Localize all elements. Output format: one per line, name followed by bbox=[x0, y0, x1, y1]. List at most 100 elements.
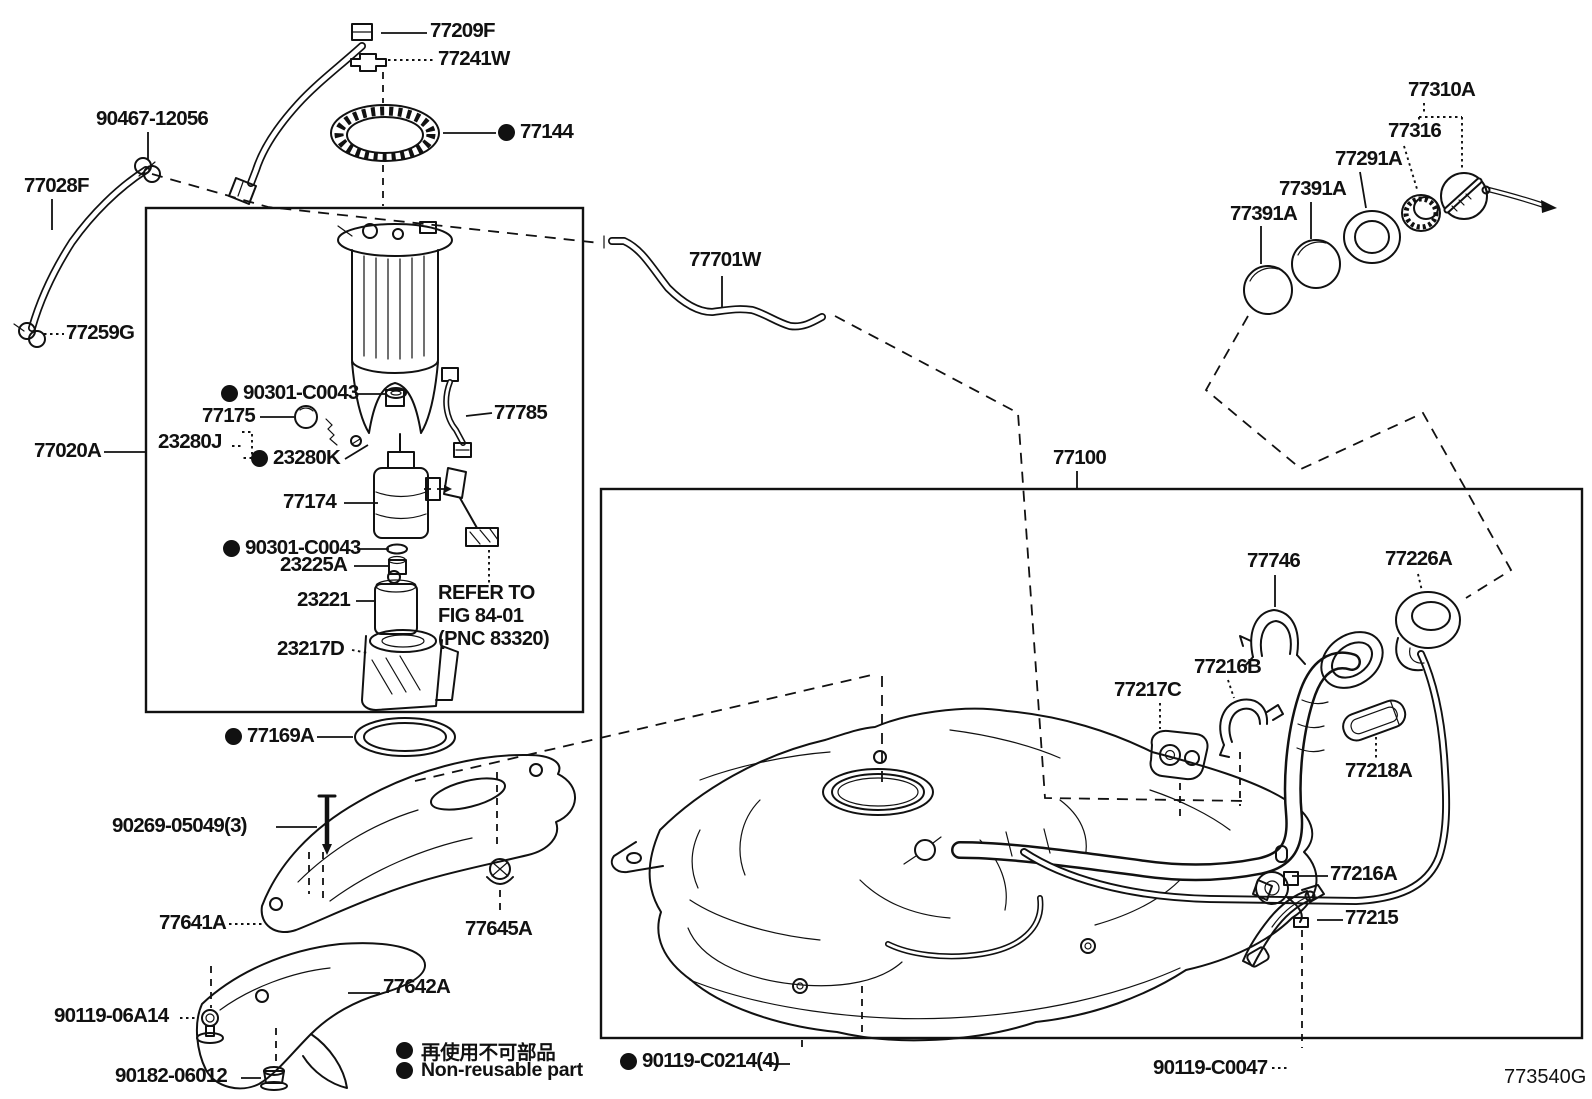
part-callout-90119-C0047[interactable]: 90119-C0047 bbox=[1153, 1056, 1268, 1079]
o-ring-90301-icon-a bbox=[385, 387, 407, 399]
spring-23280K-icon bbox=[325, 418, 338, 446]
part-callout-77028F[interactable]: 77028F bbox=[24, 174, 90, 197]
part-callout-77216B[interactable]: 77216B bbox=[1194, 655, 1262, 678]
drawing-lock-ring-77144 bbox=[330, 104, 440, 162]
part-callout-77241W[interactable]: 77241W bbox=[438, 47, 510, 70]
part-callout-77218A[interactable]: 77218A bbox=[1345, 759, 1413, 782]
clamp-77259G-icon bbox=[13, 322, 46, 348]
ratchet-ring-77316-icon bbox=[1401, 194, 1441, 232]
part-callout-90301-C0043-a[interactable]: 90301-C0043 bbox=[221, 382, 359, 404]
part-callout-23280K[interactable]: 23280K bbox=[251, 447, 341, 469]
clip-77645A-icon bbox=[486, 858, 514, 885]
refer-note-line2: FIG 84-01 bbox=[438, 605, 524, 627]
part-callout-23221[interactable]: 23221 bbox=[297, 588, 351, 611]
part-callout-77175[interactable]: 77175 bbox=[202, 404, 256, 427]
part-callout-77217C[interactable]: 77217C bbox=[1114, 678, 1182, 701]
o-ring-77391A-icon-b bbox=[1243, 265, 1293, 315]
part-callout-77310A[interactable]: 77310A bbox=[1408, 78, 1476, 101]
drawing-pipe-clamps bbox=[1149, 609, 1407, 968]
part-callout-90301-C0043-b[interactable]: 90301-C0043 bbox=[223, 537, 361, 559]
part-callout-90119-06A14[interactable]: 90119-06A14 bbox=[54, 1004, 169, 1027]
clamp-90467-12056-icon bbox=[134, 157, 161, 183]
valve-77216A-icon bbox=[1252, 845, 1309, 928]
drawing-breather-hose-77701W bbox=[603, 235, 826, 331]
part-callout-77215[interactable]: 77215 bbox=[1345, 906, 1399, 929]
non-reusable-dot-icon bbox=[396, 1062, 413, 1079]
part-callout-77174[interactable]: 77174 bbox=[283, 490, 337, 513]
part-callout-77169A[interactable]: 77169A bbox=[225, 725, 315, 747]
o-ring-77391A-icon-a bbox=[1291, 239, 1341, 289]
part-callout-90182-06012[interactable]: 90182-06012 bbox=[115, 1064, 228, 1087]
part-callout-77291A[interactable]: 77291A bbox=[1335, 147, 1403, 170]
harness-77785-icon bbox=[441, 367, 472, 458]
spacer-23225A-icon bbox=[387, 555, 407, 575]
pipe-clip-77241W-icon bbox=[350, 53, 387, 72]
non-reusable-dot-icon bbox=[396, 1042, 413, 1059]
part-callout-77785[interactable]: 77785 bbox=[494, 401, 548, 424]
non-reusable-dot-icon bbox=[221, 384, 238, 402]
o-ring-90301-icon-b bbox=[386, 543, 408, 555]
part-callout-77316[interactable]: 77316 bbox=[1388, 119, 1442, 142]
tank-port-fitting bbox=[903, 836, 942, 865]
legend-non-reusable-en: Non-reusable part bbox=[396, 1059, 583, 1082]
part-callout-23217D[interactable]: 23217D bbox=[277, 637, 345, 660]
part-callout-23280J[interactable]: 23280J bbox=[158, 430, 222, 453]
part-callout-77642A[interactable]: 77642A bbox=[383, 975, 451, 998]
non-reusable-dot-icon bbox=[225, 727, 242, 745]
clamp-77746-icon bbox=[1239, 609, 1306, 667]
sender-gauge-icon bbox=[424, 467, 499, 547]
non-reusable-dot-icon bbox=[251, 449, 268, 467]
part-callout-77100[interactable]: 77100 bbox=[1053, 446, 1107, 469]
drawing-vent-hose-77028F bbox=[13, 157, 161, 348]
screw-90269-icon bbox=[317, 794, 337, 855]
part-callout-90269-05049[interactable]: 90269-05049(3) bbox=[112, 814, 248, 837]
drawing-gasket-77169A bbox=[354, 717, 456, 757]
fuel-pump-23221-icon bbox=[374, 570, 418, 635]
part-callout-23225A[interactable]: 23225A bbox=[280, 553, 348, 576]
drawing-pump-internals bbox=[242, 367, 499, 711]
part-callout-77391A-a[interactable]: 77391A bbox=[1279, 177, 1347, 200]
part-callout-77226A[interactable]: 77226A bbox=[1385, 547, 1453, 570]
part-callout-77391A-b[interactable]: 77391A bbox=[1230, 202, 1298, 225]
clamp-77216B-icon bbox=[1219, 698, 1284, 758]
gasket-77291A-icon bbox=[1343, 210, 1401, 264]
callout-leader-lines bbox=[44, 32, 1463, 1079]
part-callout-77701W[interactable]: 77701W bbox=[689, 248, 761, 271]
bolt-90119-06A14-icon bbox=[196, 1009, 224, 1044]
legend-non-reusable-jp: 再使用不可部品 bbox=[396, 1036, 556, 1065]
non-reusable-dot-icon bbox=[620, 1052, 637, 1070]
legend-en-text: Non-reusable part bbox=[421, 1059, 583, 1081]
clamp-77217C-icon bbox=[1149, 729, 1209, 781]
part-callout-77641A[interactable]: 77641A bbox=[159, 911, 227, 934]
part-callout-77020A[interactable]: 77020A bbox=[34, 439, 102, 462]
refer-note-line1: REFER TO bbox=[438, 582, 535, 604]
drawing-filler-pipe bbox=[885, 591, 1461, 960]
part-callout-77259G[interactable]: 77259G bbox=[66, 321, 135, 344]
drawing-shield-77641A bbox=[260, 753, 576, 933]
outer-box-77100 bbox=[599, 487, 1584, 1040]
part-callout-90467-12056[interactable]: 90467-12056 bbox=[96, 107, 209, 130]
non-reusable-dot-icon bbox=[498, 123, 515, 141]
part-callout-77209F[interactable]: 77209F bbox=[430, 19, 496, 42]
fuel-cap-77310A-icon bbox=[1440, 172, 1557, 220]
push-nut-90182-icon bbox=[260, 1066, 288, 1091]
drawing-left-fasteners bbox=[196, 794, 514, 1091]
stay-77215-icon bbox=[1242, 884, 1325, 968]
fuel-filter-77174-icon bbox=[373, 433, 441, 539]
non-reusable-dot-icon bbox=[223, 539, 240, 557]
part-callout-77645A[interactable]: 77645A bbox=[465, 917, 533, 940]
part-callout-77746[interactable]: 77746 bbox=[1247, 549, 1301, 572]
drawing-fuel-cap-assembly bbox=[1243, 172, 1557, 315]
legend-jp-text: 再使用不可部品 bbox=[421, 1042, 556, 1064]
cushion-77175-icon bbox=[294, 405, 318, 429]
part-callout-77216A[interactable]: 77216A bbox=[1330, 862, 1398, 885]
part-callout-90119-C0214[interactable]: 90119-C0214(4) bbox=[620, 1050, 780, 1072]
filter-case-23217D-icon bbox=[361, 629, 459, 711]
grommet-77226A-icon bbox=[1395, 591, 1461, 672]
part-callout-77144[interactable]: 77144 bbox=[498, 121, 574, 143]
drawing-bracket-77642A bbox=[196, 942, 427, 1090]
drawing-fuel-pump-module bbox=[337, 221, 453, 434]
refer-note-line3: (PNC 83320) bbox=[438, 628, 550, 650]
